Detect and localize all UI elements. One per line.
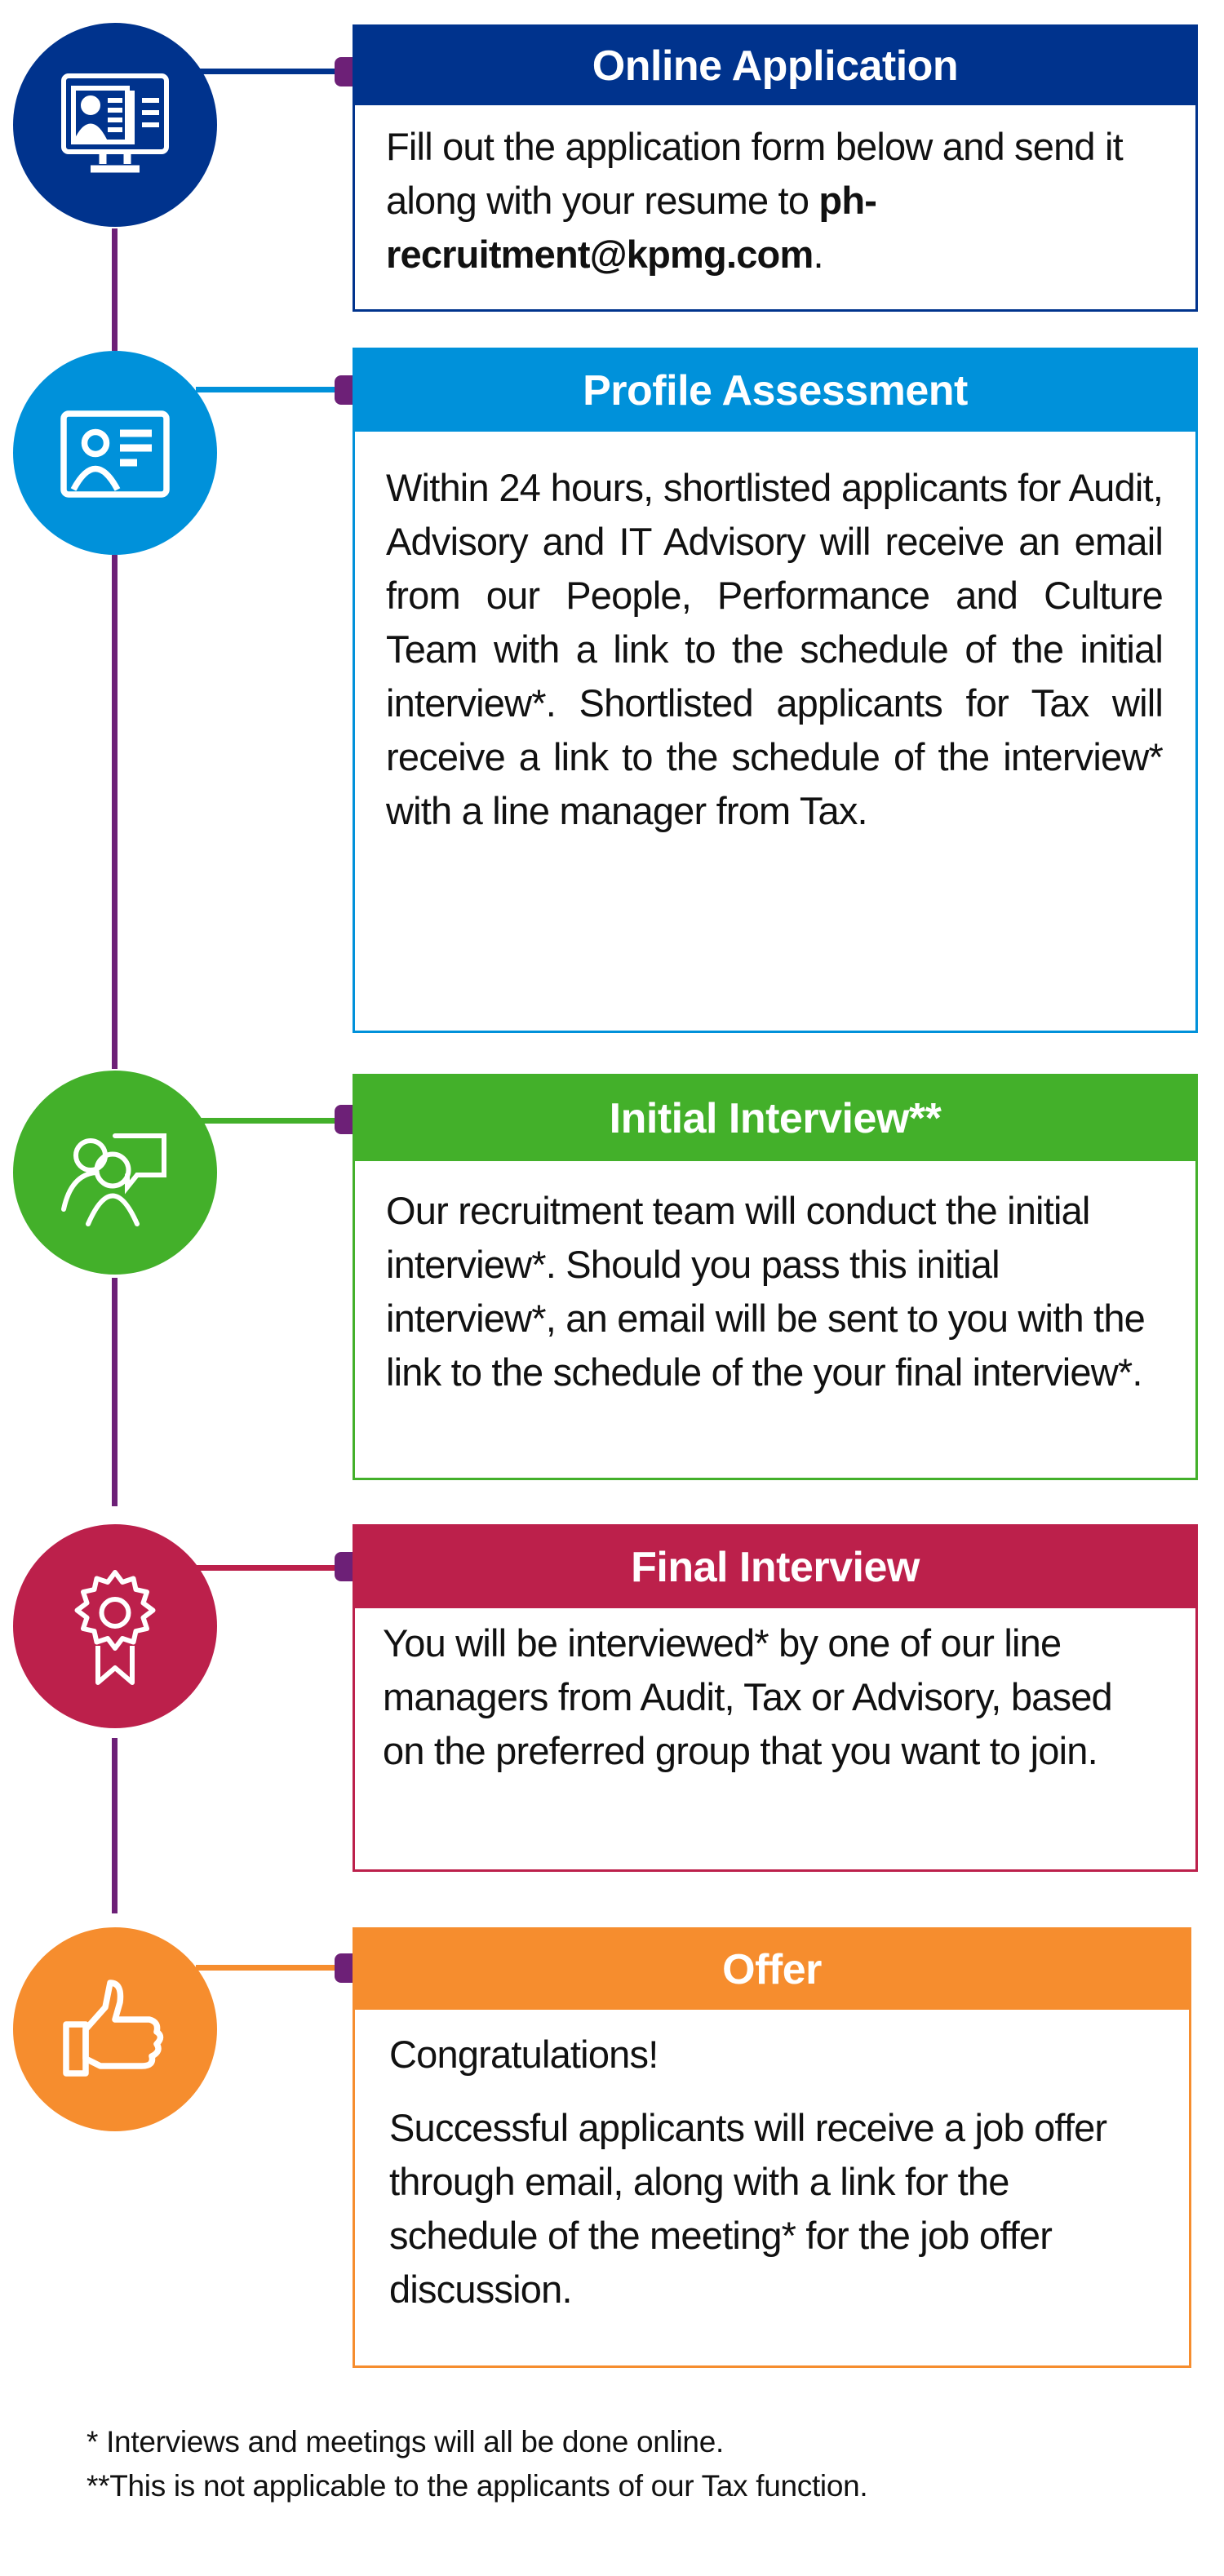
step-circle <box>13 1524 217 1728</box>
connector-nub <box>335 375 353 405</box>
step-card-initial-interview: Initial Interview** Our recruitment team… <box>353 1074 1198 1480</box>
step-title: Initial Interview** <box>355 1076 1195 1161</box>
people-chat-icon <box>61 1133 166 1226</box>
description-text: Fill out the application form below and … <box>386 125 1124 222</box>
congratulations-text: Congratulations! <box>389 2033 659 2076</box>
step-title: Offer <box>355 1930 1189 2010</box>
step-description: Within 24 hours, shortlisted applicants … <box>386 466 1164 832</box>
timeline-line <box>112 228 118 351</box>
connector-nub <box>335 1105 353 1134</box>
thumbs-up-icon <box>63 1980 164 2077</box>
step-description: Congratulations! Successful applicants w… <box>355 2010 1189 2333</box>
connector <box>196 387 343 392</box>
email-link[interactable]: ph-recruitment@kpmg.com <box>386 179 877 276</box>
step-title: Profile Assessment <box>355 350 1195 432</box>
timeline-line <box>112 1738 118 1913</box>
step-description: Fill out the application form below and … <box>355 105 1195 298</box>
connector <box>196 69 343 74</box>
description-suffix: . <box>813 233 823 276</box>
step-description: You will be interviewed* by one of our l… <box>383 1621 1113 1772</box>
id-card-icon <box>60 410 170 498</box>
footnote-online: * Interviews and meetings will all be do… <box>86 2425 724 2459</box>
connector <box>196 1118 343 1124</box>
footnote-tax: **This is not applicable to the applican… <box>86 2469 868 2503</box>
step-description: Our recruitment team will conduct the in… <box>386 1189 1146 1394</box>
timeline-line <box>112 555 118 1069</box>
step-circle <box>13 351 217 555</box>
connector-nub <box>335 1953 353 1983</box>
connector <box>196 1565 343 1571</box>
step-circle <box>13 1071 217 1275</box>
connector-nub <box>335 57 353 86</box>
step-card-online-application: Online Application Fill out the applicat… <box>353 24 1198 312</box>
offer-text: Successful applicants will receive a job… <box>389 2106 1107 2311</box>
award-ribbon-icon <box>74 1570 156 1685</box>
step-circle <box>13 1927 217 2131</box>
step-card-profile-assessment: Profile Assessment Within 24 hours, shor… <box>353 348 1198 1033</box>
timeline-line <box>112 1278 118 1506</box>
connector <box>196 1965 343 1971</box>
computer-profile-icon <box>61 73 169 173</box>
step-card-offer: Offer Congratulations! Successful applic… <box>353 1927 1191 2368</box>
step-card-final-interview: Final Interview You will be interviewed*… <box>353 1524 1198 1872</box>
step-title: Online Application <box>355 27 1195 105</box>
connector-nub <box>335 1552 353 1581</box>
step-title: Final Interview <box>355 1527 1195 1608</box>
step-circle <box>13 23 217 227</box>
